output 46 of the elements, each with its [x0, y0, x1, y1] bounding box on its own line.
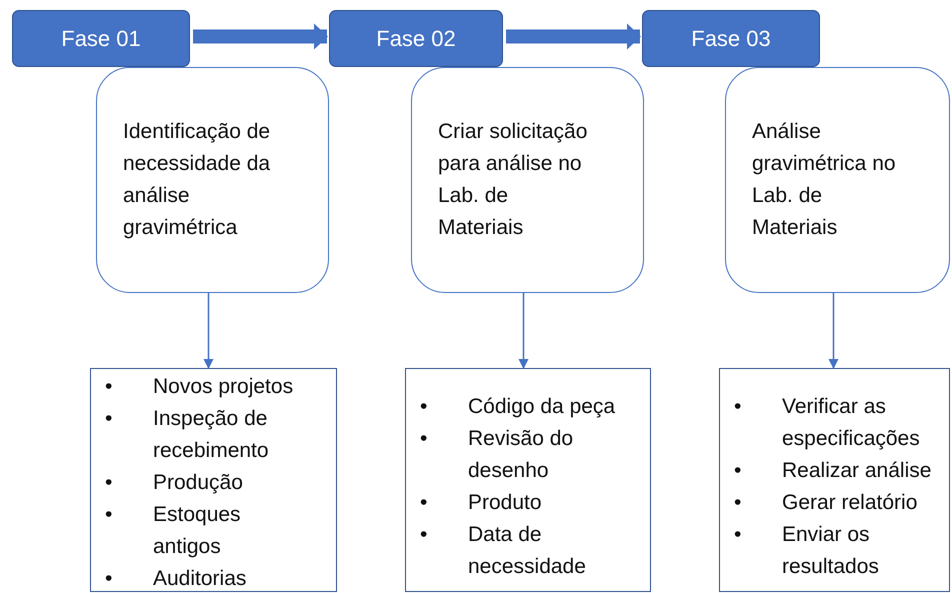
- bullet-list-box: [90, 368, 337, 592]
- bullet-item-text: Produção: [153, 470, 244, 496]
- bullet: •: [733, 490, 742, 516]
- bullet-item-text: Data de necessidade: [468, 522, 587, 580]
- bullet-item-text: Gerar relatório: [782, 490, 918, 516]
- phase-label: Fase 02: [376, 26, 456, 52]
- bullet: •: [733, 522, 742, 548]
- phase-header: [642, 10, 820, 67]
- phase-label: Fase 03: [691, 26, 771, 52]
- bullet: •: [104, 374, 114, 400]
- bullet-item-text: Revisão do desenho: [468, 426, 574, 484]
- bullet-item-text: Realizar análise: [782, 458, 932, 484]
- bullet: •: [104, 502, 114, 528]
- phase-label: Fase 01: [61, 26, 141, 52]
- arrow: [518, 293, 528, 369]
- block-arrow: [506, 24, 641, 50]
- bullet-list-box: [405, 368, 651, 592]
- step-card: [725, 67, 950, 293]
- bullet: •: [733, 458, 742, 484]
- bullet-item-text: Enviar os resultados: [782, 522, 880, 580]
- bullet: •: [104, 470, 114, 496]
- bullet-item-text: Código da peça: [468, 394, 616, 420]
- arrow: [828, 293, 838, 369]
- bullet-item-text: Inspeção de recebimento: [153, 406, 270, 464]
- bullet-item-text: Produto: [468, 490, 543, 516]
- bullet: •: [419, 490, 428, 516]
- arrow: [204, 293, 214, 369]
- bullet: •: [419, 394, 428, 420]
- bullet-item-text: Auditorias: [153, 566, 248, 592]
- step-card: [411, 67, 644, 293]
- phase-header: [329, 10, 503, 67]
- block-arrow: [193, 24, 328, 50]
- bullet: •: [104, 566, 114, 592]
- bullet: •: [104, 406, 114, 432]
- bullet: •: [733, 394, 742, 420]
- step-text: Criar solicitação para análise no Lab. de Materiais: [438, 119, 588, 241]
- phase-header: [12, 10, 190, 67]
- step-text: Análise gravimétrica no Lab. de Materiais: [752, 119, 897, 241]
- bullet: •: [419, 426, 428, 452]
- bullet-list-box: [719, 368, 950, 592]
- bullet-item-text: Estoques antigos: [153, 502, 242, 560]
- step-text: Identificação de necessidade da análise gravimétrica: [123, 119, 272, 241]
- bullet-item-text: Novos projetos: [153, 374, 294, 400]
- bullet-item-text: Verificar as especificações: [782, 394, 921, 452]
- bullet: •: [419, 522, 428, 548]
- step-card: [96, 67, 329, 293]
